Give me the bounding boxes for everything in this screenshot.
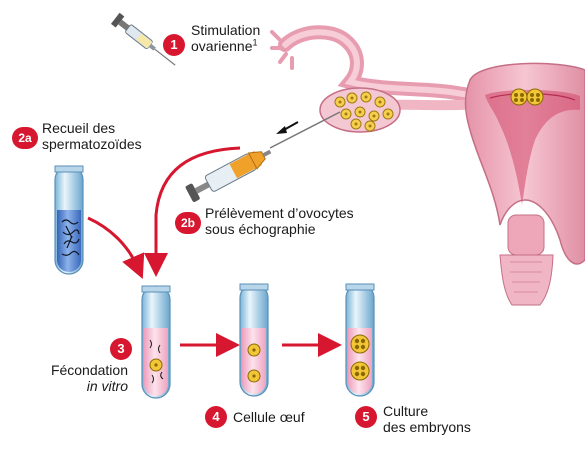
step-2b-label: Prélèvement d’ovocytes sous échographie [205, 205, 354, 237]
step-3-line1: Fécondation [50, 362, 128, 378]
syringe-icon [110, 12, 176, 66]
uterus-icon [270, 25, 585, 306]
test-tube-icon [345, 283, 375, 397]
step-5-badge: 5 [355, 406, 377, 428]
step-1-badge: 1 [163, 34, 185, 56]
test-tube-icon [239, 283, 269, 397]
step-1-line2-text: ovarienne [191, 38, 253, 54]
ovary-icon [319, 87, 401, 133]
step-2a-badge: 2a [12, 127, 38, 149]
step-4-badge: 4 [205, 406, 227, 428]
step-1-line1: Stimulation [191, 22, 261, 38]
step-1-label: Stimulation ovarienne1 [191, 22, 260, 54]
egg-cell-icon [247, 343, 261, 383]
step-2a-line2: spermatozoïdes [42, 136, 142, 152]
arrow-icon [276, 121, 299, 134]
footnote-marker: 1 [252, 37, 258, 48]
step-2b-line1: Prélèvement d’ovocytes [205, 205, 354, 221]
step-5-line2: des embryons [383, 419, 471, 435]
step-3-line2-text: in vitro [86, 378, 128, 394]
step-2b-line2: sous échographie [205, 221, 316, 237]
step-5-label: Culture des embryons [383, 403, 471, 435]
step-5-line1: Culture [383, 403, 429, 419]
step-2b-badge: 2b [175, 212, 201, 234]
step-3-line2: in vitro [40, 378, 128, 394]
arrow-icon [87, 146, 342, 357]
test-tube-icon [141, 285, 171, 399]
embryo-icon [350, 334, 370, 381]
step-4-label: Cellule œuf [233, 409, 305, 425]
syringe-icon [185, 111, 341, 202]
step-2a-line1: Recueil des [42, 120, 116, 136]
test-tube-icon [54, 165, 84, 275]
embryo-icon [510, 88, 544, 106]
step-2a-label: Recueil des spermatozoïdes [42, 120, 142, 152]
step-3-badge: 3 [110, 338, 132, 360]
step-1-line2: ovarienne1 [191, 38, 260, 54]
step-3-label: Fécondation in vitro [40, 362, 128, 394]
